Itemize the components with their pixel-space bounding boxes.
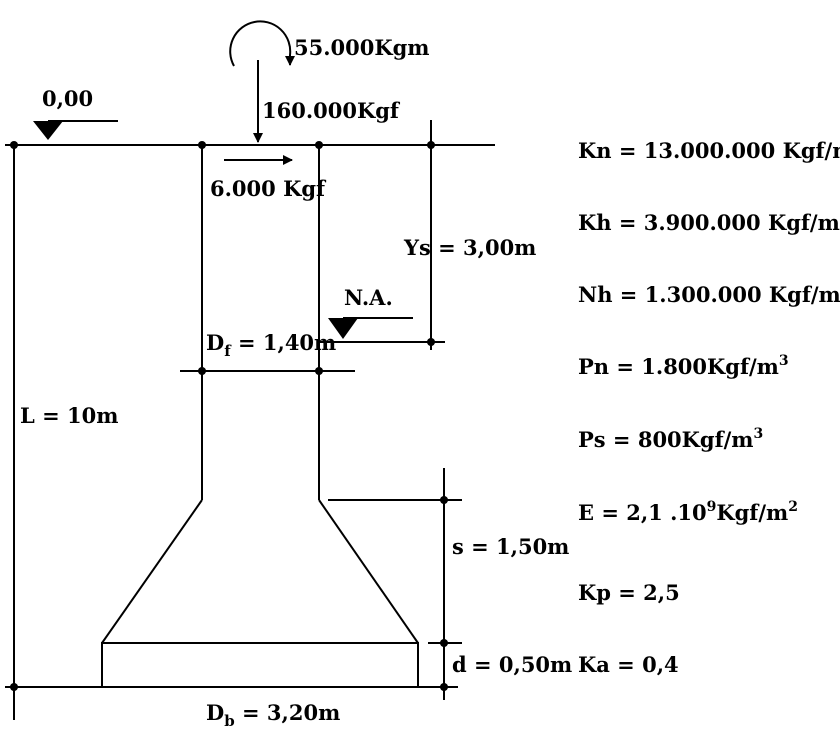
water-level-triangle-icon	[328, 318, 358, 339]
ground-level-triangle-icon	[33, 121, 63, 140]
parameter-pn: Pn = 1.800Kgf/m3	[578, 353, 789, 379]
parameter-e: E = 2,1 .109Kgf/m2	[578, 499, 798, 525]
parameter-kn: Kn = 13.000.000 Kgf/m3	[578, 137, 840, 163]
ground-level-label: 0,00	[42, 86, 93, 111]
dot	[10, 683, 18, 691]
dot	[427, 141, 435, 149]
dot	[440, 683, 448, 691]
dot	[315, 367, 323, 375]
parameter-ps: Ps = 800Kgf/m3	[578, 426, 763, 452]
base-block	[101, 642, 419, 688]
dot	[315, 141, 323, 149]
dot	[440, 496, 448, 504]
bell-left-slope	[101, 499, 203, 644]
moment-arc-icon	[229, 20, 295, 67]
moment-label: 55.000Kgm	[294, 35, 430, 60]
parameter-ka: Ka = 0,4	[578, 652, 679, 677]
db-label: Db = 3,20m	[206, 700, 340, 730]
d-label: d = 0,50m	[452, 652, 572, 677]
s-label: s = 1,50m	[452, 534, 569, 559]
vertical-load-label: 160.000Kgf	[262, 98, 401, 123]
water-level-label: N.A.	[344, 285, 393, 310]
parameter-list: Kn = 13.000.000 Kgf/m3 Kh = 3.900.000 Kg…	[578, 137, 840, 677]
ys-label: Ys = 3,00m	[403, 235, 536, 260]
parameter-kh: Kh = 3.900.000 Kgf/m3	[578, 209, 840, 235]
horizontal-load-label: 6.000 Kgf	[210, 176, 327, 201]
dot	[427, 338, 435, 346]
length-label: L = 10m	[20, 403, 118, 428]
dot	[198, 141, 206, 149]
bell-right-slope	[318, 499, 419, 644]
dot	[440, 639, 448, 647]
parameter-nh: Nh = 1.300.000 Kgf/m3	[578, 281, 840, 307]
dot	[198, 367, 206, 375]
parameter-kp: Kp = 2,5	[578, 580, 680, 605]
dot	[10, 141, 18, 149]
df-label: Df = 1,40m	[206, 330, 336, 360]
